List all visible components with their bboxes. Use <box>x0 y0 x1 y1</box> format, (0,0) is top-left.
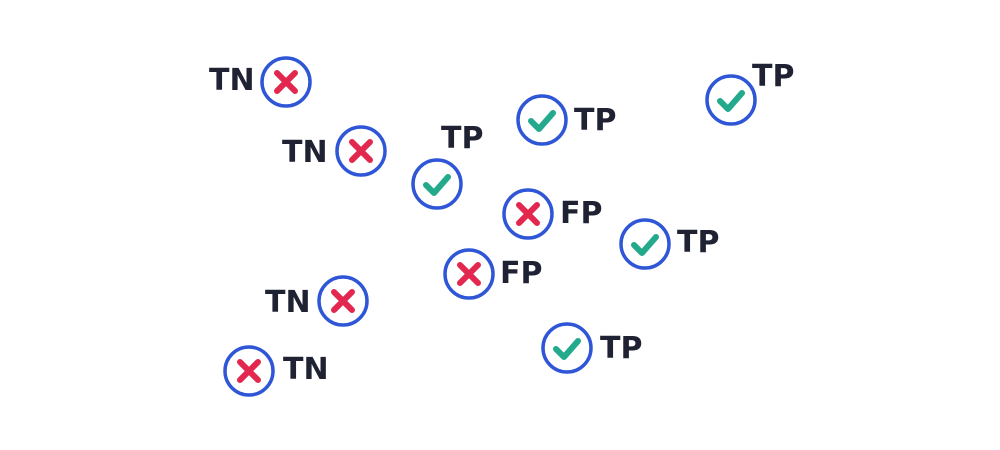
item-label: TP <box>677 225 720 260</box>
cross-icon <box>443 248 495 300</box>
item-label: TN <box>265 285 311 320</box>
check-icon <box>541 322 593 374</box>
item-label: TN <box>209 63 255 98</box>
check-icon <box>619 218 671 270</box>
item-label: TP <box>600 331 643 366</box>
item-label: TP <box>752 59 795 94</box>
item-label: FP <box>500 256 543 291</box>
cross-icon <box>502 188 554 240</box>
check-icon <box>411 158 463 210</box>
item-label: FP <box>560 196 603 231</box>
cross-icon <box>260 56 312 108</box>
check-icon <box>705 74 757 126</box>
cross-icon <box>317 275 369 327</box>
cross-icon <box>335 125 387 177</box>
item-label: TP <box>574 103 617 138</box>
item-label: TP <box>441 121 484 156</box>
cross-icon <box>223 345 275 397</box>
check-icon <box>516 94 568 146</box>
item-label: TN <box>282 135 328 170</box>
item-label: TN <box>283 352 329 387</box>
